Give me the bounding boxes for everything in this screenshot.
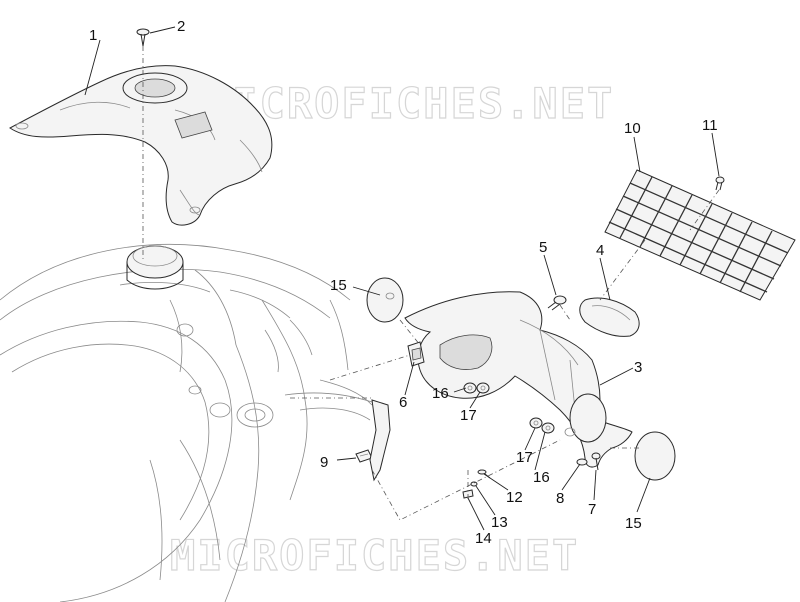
part-10-plate xyxy=(604,169,796,301)
callout-13: 13 xyxy=(491,514,508,531)
callout-16-upper: 16 xyxy=(432,385,449,402)
callout-17-upper: 17 xyxy=(460,407,477,424)
part-3-plate-bracket xyxy=(404,291,633,468)
callout-8: 8 xyxy=(556,490,564,507)
callout-7: 7 xyxy=(588,501,596,518)
scooter-frame xyxy=(0,244,385,602)
part-15-disc-right xyxy=(634,431,676,481)
fuel-cap xyxy=(126,245,184,290)
callout-15-left: 15 xyxy=(330,277,347,294)
watermark-bottom: MICROFICHES.NET xyxy=(170,531,579,580)
frame-bracket xyxy=(369,399,391,482)
callout-11: 11 xyxy=(702,117,718,134)
callout-9: 9 xyxy=(320,454,328,471)
callout-16-lower: 16 xyxy=(533,469,550,486)
callout-15-right: 15 xyxy=(625,515,642,532)
part-5-screw xyxy=(547,295,567,311)
callout-12: 12 xyxy=(506,489,523,506)
part-4-reflector xyxy=(579,297,640,337)
part-16-17-lower xyxy=(529,417,555,434)
part-12-13-14-fasteners xyxy=(462,469,491,499)
callout-4: 4 xyxy=(596,242,604,259)
part-16-17-upper xyxy=(463,382,490,394)
callout-2: 2 xyxy=(177,18,185,35)
part-7-8-screw-washer xyxy=(576,452,601,471)
part-11-screw xyxy=(715,176,725,191)
callout-labels: 1 2 3 4 5 6 7 8 9 10 11 12 13 14 15 15 1… xyxy=(89,18,718,547)
part-15-disc-left xyxy=(366,277,404,323)
assembly-axes xyxy=(290,189,720,521)
watermark-top: MICROFICHES.NET xyxy=(205,79,614,128)
callout-6: 6 xyxy=(399,394,407,411)
callout-10: 10 xyxy=(624,120,641,137)
callout-3: 3 xyxy=(634,359,642,376)
callout-1: 1 xyxy=(89,27,97,44)
part-6-clip xyxy=(407,341,425,367)
callout-5: 5 xyxy=(539,239,547,256)
part-1-rear-cover xyxy=(9,65,273,226)
callout-17-lower: 17 xyxy=(516,449,533,466)
leader-lines xyxy=(84,26,720,531)
part-2-screw xyxy=(136,28,150,47)
callout-14: 14 xyxy=(475,530,492,547)
